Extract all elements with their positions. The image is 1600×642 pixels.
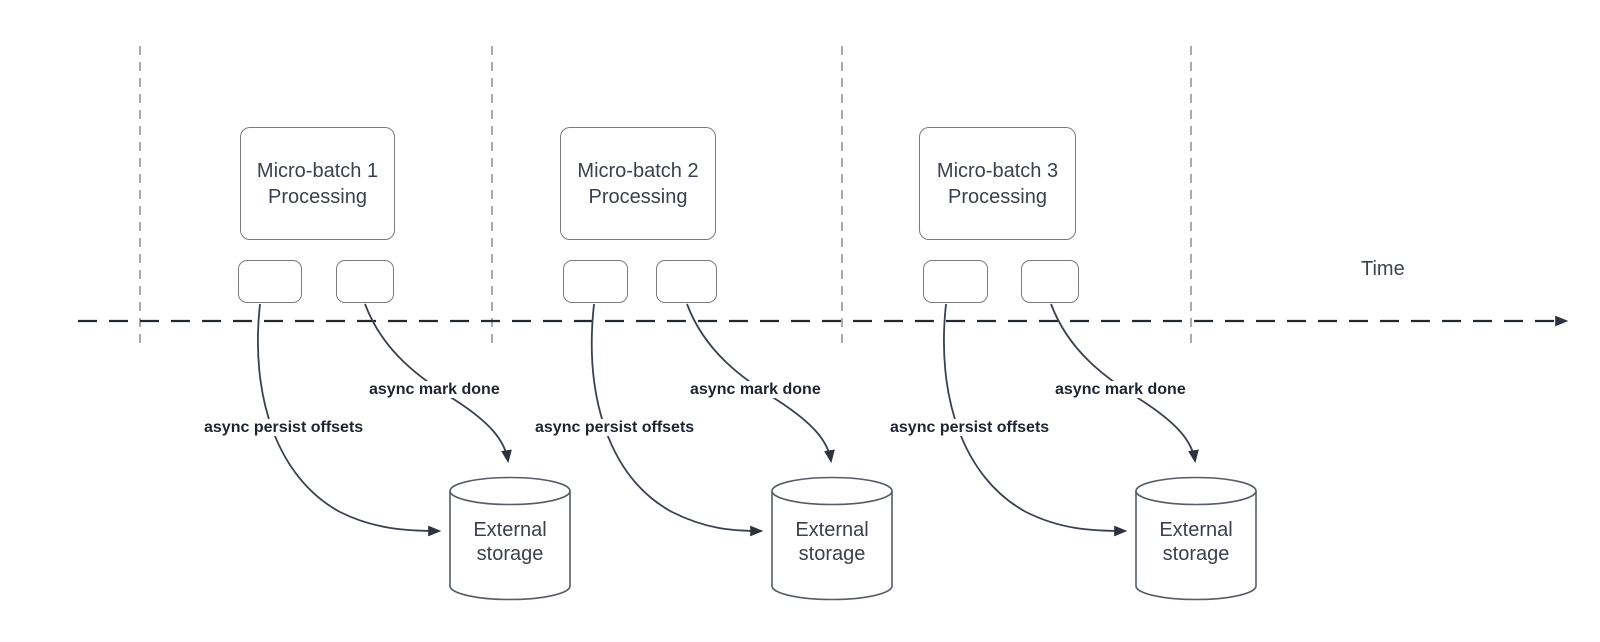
mark-done-arrow-3 [1050,303,1199,464]
mark-done-label-1: async mark done [367,381,502,398]
external-storage-label-2: External storage [772,518,892,566]
processing-box-3-line1: Micro-batch 3 [936,159,1059,182]
persist-offsets-arrow-1 [257,303,442,537]
mark-done-label-2: async mark done [688,381,823,398]
processing-box-2-line1: Micro-batch 2 [577,159,699,182]
external-storage-label-3-line1: External [1159,519,1233,541]
processing-box-1-line1: Micro-batch 1 [256,159,379,182]
processing-box-1-line2: Processing [268,185,367,208]
persist-offsets-label-2: async persist offsets [533,419,697,436]
external-storage-label-1-line2: storage [476,543,544,565]
persist-offsets-arrow-3 [943,303,1128,537]
processing-box-2-line2: Processing [588,185,688,208]
persist-offsets-arrow-2 [590,303,764,537]
persist-offsets-node-3 [923,260,988,303]
external-storage-label-3: External storage [1136,518,1256,566]
external-storage-cylinder-2 [771,476,893,601]
mark-done-node-3 [1021,260,1079,303]
processing-box-2: Micro-batch 2 Processing [560,127,716,240]
persist-offsets-label-3: async persist offsets [888,419,1052,436]
mark-done-node-1 [336,260,394,303]
persist-offsets-node-2 [563,260,628,303]
external-storage-cylinder-3 [1135,476,1257,601]
external-storage-cylinder-1 [449,476,571,601]
mark-done-label-3: async mark done [1053,381,1188,398]
external-storage-label-1: External storage [450,518,570,566]
external-storage-label-3-line2: storage [1162,543,1230,565]
time-axis-label: Time [1361,258,1405,280]
persist-offsets-node-1 [238,260,302,303]
external-storage-label-1-line1: External [473,519,547,541]
mark-done-arrow-2 [686,303,835,464]
external-storage-label-2-line2: storage [798,543,866,565]
mark-done-node-2 [656,260,717,303]
processing-box-3-line2: Processing [948,185,1047,208]
processing-box-3: Micro-batch 3 Processing [919,127,1076,240]
mark-done-arrow-1 [364,303,512,464]
external-storage-label-2-line1: External [795,519,869,541]
processing-box-1: Micro-batch 1 Processing [240,127,395,240]
persist-offsets-label-1: async persist offsets [202,419,366,436]
